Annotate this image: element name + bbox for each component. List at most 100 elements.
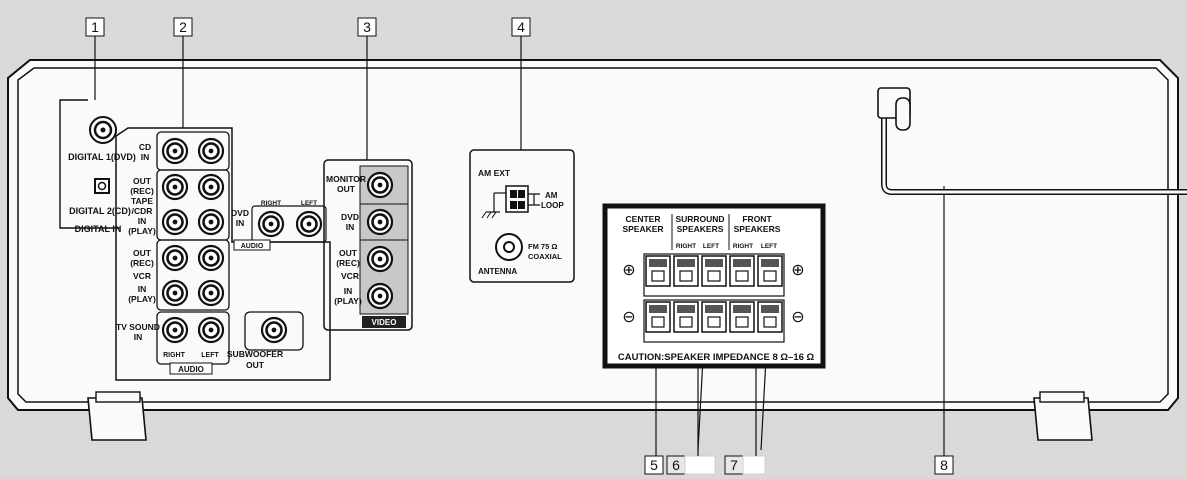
svg-text:SURROUND: SURROUND [675, 214, 724, 224]
svg-text:(REC): (REC) [336, 258, 360, 268]
svg-text:2: 2 [179, 19, 187, 35]
digital-in-group: DIGITAL 1(DVD) DIGITAL 2(CD) DIGITAL IN [59, 99, 136, 234]
svg-text:6: 6 [672, 457, 680, 473]
svg-text:MONITOR: MONITOR [326, 174, 366, 184]
digital-optical-jack [94, 178, 110, 194]
rca-jack-right [161, 137, 189, 165]
speaker-terminal-plus [729, 255, 755, 287]
svg-text:/CDR: /CDR [132, 206, 153, 216]
svg-text:VCR: VCR [133, 271, 151, 281]
plus-icon: ⊕ [791, 260, 804, 279]
svg-text:TV SOUND: TV SOUND [116, 322, 160, 332]
speaker-terminal-minus [645, 301, 671, 333]
video-panel: MONITOR OUT DVD IN OUT (REC) VCR IN (PLA… [323, 159, 413, 331]
video-jack [366, 208, 394, 236]
svg-text:(PLAY): (PLAY) [128, 226, 156, 236]
svg-text:CENTER: CENTER [626, 214, 661, 224]
rca-jack-left [197, 316, 225, 344]
svg-text:IN: IN [138, 284, 147, 294]
svg-text:(PLAY): (PLAY) [128, 294, 156, 304]
svg-text:RIGHT: RIGHT [676, 243, 696, 250]
video-jack [366, 245, 394, 273]
speaker-impedance-caution: CAUTION:SPEAKER IMPEDANCE 8 Ω–16 Ω [618, 352, 815, 363]
svg-text:TAPE: TAPE [131, 196, 153, 206]
speaker-terminal-plus [645, 255, 671, 287]
svg-text:DVD: DVD [341, 212, 359, 222]
rca-jack-left [197, 173, 225, 201]
svg-text:SPEAKERS: SPEAKERS [677, 224, 724, 234]
svg-text:ANTENNA: ANTENNA [478, 267, 517, 276]
svg-text:IN: IN [344, 286, 353, 296]
speaker-terminal-plus [673, 255, 699, 287]
callout-5: 5 [644, 455, 664, 475]
svg-text:OUT: OUT [133, 176, 152, 186]
speaker-terminal-plus [701, 255, 727, 287]
svg-text:SUBWOOFER: SUBWOOFER [227, 349, 283, 359]
digital-coaxial-jack [89, 116, 117, 144]
dvd-audio-input: DVD IN RIGHT LEFT AUDIO [231, 200, 327, 251]
svg-text:IN: IN [236, 218, 245, 228]
audio-input-panel: CD IN OUT (REC) TAPE /CDR IN (PLAY) OUT … [115, 127, 331, 381]
svg-text:FRONT: FRONT [742, 214, 772, 224]
svg-text:1: 1 [91, 19, 99, 35]
svg-text:OUT: OUT [246, 360, 265, 370]
speaker-terminal-block: CENTER SPEAKER SURROUND SPEAKERS FRONT S… [602, 203, 826, 369]
callout-1: 1 [85, 17, 105, 37]
video-jack [366, 282, 394, 310]
rca-jack-left [197, 244, 225, 272]
rca-jack-right [161, 244, 189, 272]
speaker-terminal-minus [701, 301, 727, 333]
svg-text:8: 8 [940, 457, 948, 473]
svg-text:OUT: OUT [133, 248, 152, 258]
svg-text:IN: IN [346, 222, 355, 232]
rca-jack-right [161, 173, 189, 201]
video-jack [366, 171, 394, 199]
digital-in-label: DIGITAL IN [75, 224, 122, 234]
svg-text:AUDIO: AUDIO [241, 243, 264, 250]
rca-jack-left [197, 208, 225, 236]
speaker-terminal-minus [757, 301, 783, 333]
svg-text:5: 5 [650, 457, 658, 473]
svg-text:COAXIAL: COAXIAL [528, 252, 562, 261]
svg-text:FM 75 Ω: FM 75 Ω [528, 242, 557, 251]
rca-jack-left [197, 137, 225, 165]
svg-text:LEFT: LEFT [703, 243, 719, 250]
svg-text:LEFT: LEFT [301, 200, 317, 207]
rca-jack-right [161, 279, 189, 307]
digital-2-label: DIGITAL 2(CD) [69, 206, 131, 216]
svg-text:3: 3 [363, 19, 371, 35]
callout-7: 7 [724, 455, 766, 475]
callout-6: 6 [666, 455, 716, 475]
svg-text:RIGHT: RIGHT [261, 200, 281, 207]
svg-text:OUT: OUT [337, 184, 356, 194]
dvd-audio-jack-right [257, 210, 285, 238]
svg-text:VIDEO: VIDEO [372, 318, 397, 327]
chassis-inner-bevel [17, 67, 1169, 403]
speaker-terminal-minus [729, 301, 755, 333]
svg-text:7: 7 [730, 457, 738, 473]
svg-text:IN: IN [134, 332, 143, 342]
svg-text:RIGHT: RIGHT [163, 352, 186, 359]
svg-text:RIGHT: RIGHT [733, 243, 753, 250]
antenna-terminals: AM EXT AM LOOP FM 75 Ω COAXIAL ANTENNA [469, 149, 575, 283]
foot-right [1033, 391, 1093, 441]
svg-text:VCR: VCR [341, 271, 359, 281]
foot-left [87, 391, 147, 441]
svg-text:DVD: DVD [231, 208, 249, 218]
svg-text:SPEAKER: SPEAKER [622, 224, 663, 234]
svg-text:(REC): (REC) [130, 186, 154, 196]
callout-8: 8 [934, 455, 954, 475]
callout-3: 3 [357, 17, 377, 37]
speaker-terminal-minus [673, 301, 699, 333]
svg-text:AUDIO: AUDIO [178, 365, 204, 374]
svg-text:AM EXT: AM EXT [478, 168, 511, 178]
callout-4: 4 [511, 17, 531, 37]
svg-text:LOOP: LOOP [541, 201, 564, 210]
svg-text:4: 4 [517, 19, 525, 35]
callout-2: 2 [173, 17, 193, 37]
subwoofer-out-jack [260, 316, 288, 344]
speaker-terminal-plus [757, 255, 783, 287]
svg-text:IN: IN [141, 152, 150, 162]
